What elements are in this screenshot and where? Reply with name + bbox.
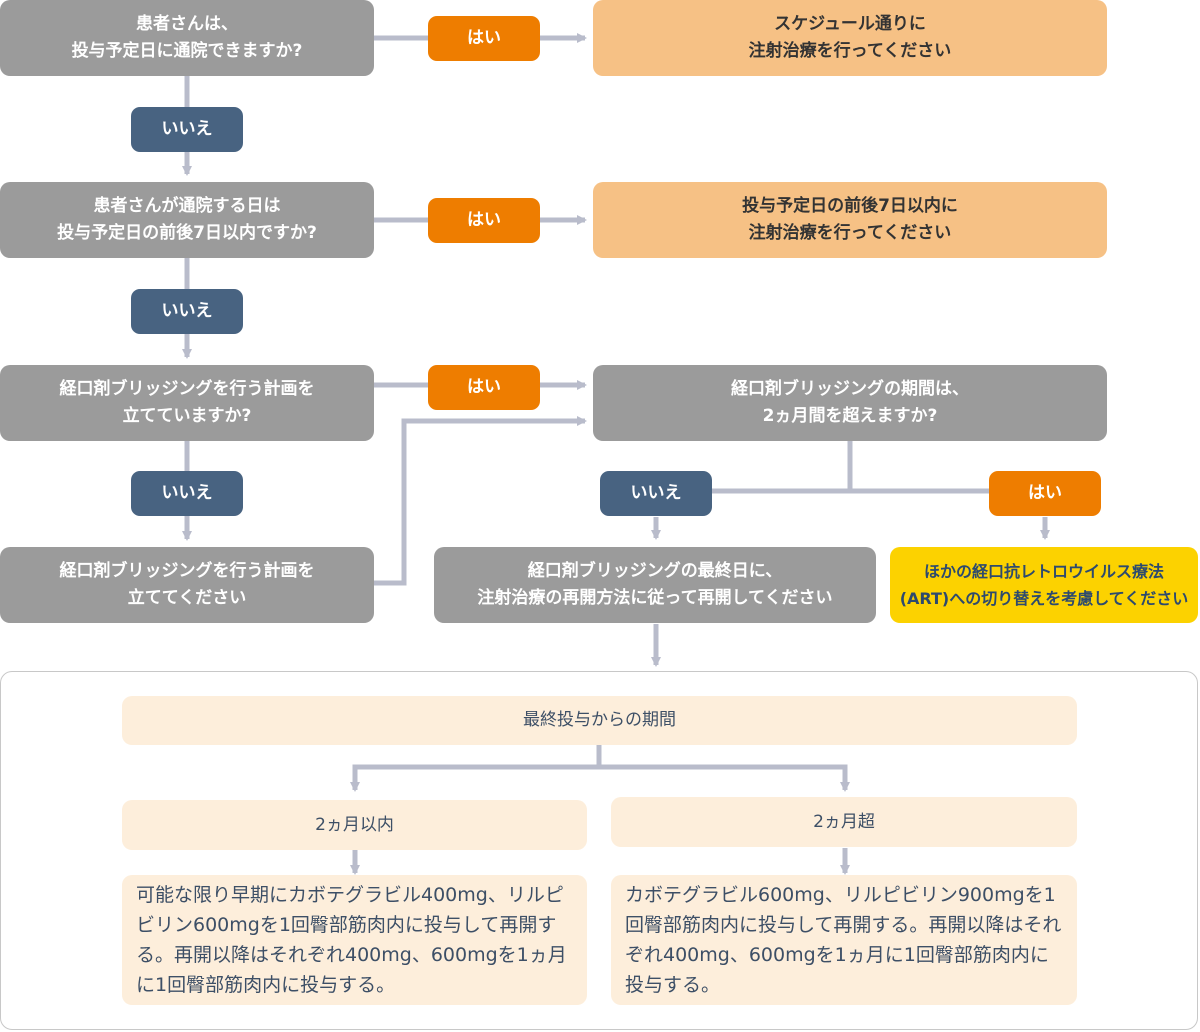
no-label-q1: いいえ	[131, 107, 243, 152]
question-within-7-days: 患者さんが通院する日は 投与予定日の前後7日以内ですか?	[0, 182, 374, 258]
action-consider-switch-art: ほかの経口抗レトロウイルス療法 (ART)への切り替えを考慮してください	[890, 547, 1198, 623]
no-label-q2: いいえ	[131, 289, 243, 334]
connector-panel-split	[350, 745, 602, 792]
action-make-bridging-plan: 経口剤ブリッジングを行う計画を 立ててください	[0, 547, 374, 623]
restart-method-panel	[0, 671, 1198, 1030]
action-resume-injection: 経口剤ブリッジングの最終日に、 注射治療の再開方法に従って再開してください	[434, 547, 876, 623]
yes-label-q3: はい	[428, 365, 540, 410]
question-bridging-over-2-months: 経口剤ブリッジングの期間は、 2ヵ月間を超えますか?	[593, 365, 1107, 441]
instruction-over-2-months: カボテグラビル600mg、リルピビリン900mgを1回臀部筋肉内に投与して再開す…	[611, 875, 1077, 1005]
yes-label-q2: はい	[428, 198, 540, 243]
instruction-within-2-months: 可能な限り早期にカボテグラビル400mg、リルピビリン600mgを1回臀部筋肉内…	[122, 875, 587, 1005]
action-inject-on-schedule: スケジュール通りに 注射治療を行ってください	[593, 0, 1107, 76]
branch-over-2-months: 2ヵ月超	[611, 797, 1077, 847]
yes-label-q1: はい	[428, 16, 540, 61]
action-inject-within-7-days: 投与予定日の前後7日以内に 注射治療を行ってください	[593, 182, 1107, 258]
connector-panel-split-right	[599, 764, 850, 792]
connector-a3-to-q4	[374, 416, 587, 586]
question-attend-scheduled-date: 患者さんは、 投与予定日に通院できますか?	[0, 0, 374, 76]
question-oral-bridging-plan: 経口剤ブリッジングを行う計画を 立てていますか?	[0, 365, 374, 441]
panel-header-time-since-last-dose: 最終投与からの期間	[122, 696, 1077, 745]
yes-label-q4: はい	[989, 471, 1101, 516]
no-label-q3: いいえ	[131, 471, 243, 516]
no-label-q4: いいえ	[600, 471, 712, 516]
branch-within-2-months: 2ヵ月以内	[122, 800, 587, 850]
